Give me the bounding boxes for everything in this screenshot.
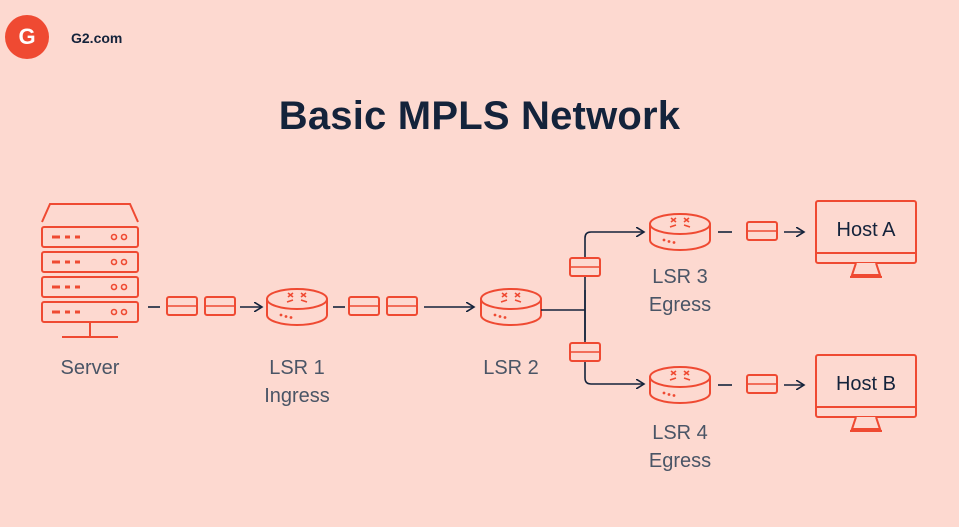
lsr4-label: LSR 4 <box>652 422 708 444</box>
branch-down <box>584 290 644 384</box>
lsr1-role: Ingress <box>264 385 330 407</box>
router-icon-lsr4 <box>649 366 711 404</box>
branch-up <box>584 232 644 340</box>
router-icon-lsr1 <box>266 288 328 326</box>
lsr2-label: LSR 2 <box>483 357 539 379</box>
packet-icon <box>386 296 418 316</box>
packet-icon <box>569 342 601 362</box>
packet-icon <box>348 296 380 316</box>
lsr3-label: LSR 3 <box>652 266 708 288</box>
brand-site-text: G2.com <box>71 30 123 46</box>
packet-icon <box>746 221 778 241</box>
lsr4-role: Egress <box>648 450 712 472</box>
host-a-label: Host A <box>836 219 896 241</box>
logo-letter: G <box>18 24 36 49</box>
lsr3-role: Egress <box>648 294 712 316</box>
router-icon-lsr3 <box>649 213 711 251</box>
server-icon <box>40 203 140 338</box>
packet-icon <box>746 374 778 394</box>
packet-icon <box>166 296 198 316</box>
host-b-label: Host B <box>835 373 897 395</box>
router-icon-lsr2 <box>480 288 542 326</box>
server-label: Server <box>60 357 120 379</box>
g2-logo: G <box>5 15 49 59</box>
packet-icon <box>569 257 601 277</box>
lsr1-label: LSR 1 <box>269 357 325 379</box>
diagram-title: Basic MPLS Network <box>278 94 681 138</box>
packet-icon <box>204 296 236 316</box>
